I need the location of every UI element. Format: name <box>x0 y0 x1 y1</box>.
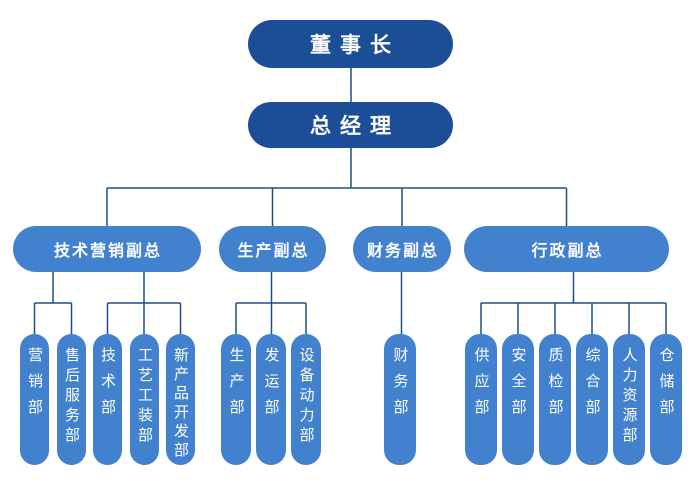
general-manager-node: 总经理 <box>248 102 453 148</box>
dept-label: 综合部 <box>583 347 601 425</box>
dept-pill-shipping: 发运部 <box>256 334 286 465</box>
dept-pill-technology: 技术部 <box>93 334 122 465</box>
dept-label: 供应部 <box>472 347 490 425</box>
dept-pill-new-product-dev: 新产品开发部 <box>166 334 195 465</box>
vp-node-admin: 行政副总 <box>464 226 669 272</box>
dept-label: 售后服务部 <box>63 347 80 447</box>
vp-label: 行政副总 <box>531 243 604 260</box>
dept-pill-supply: 供应部 <box>465 334 497 465</box>
connector-vp1-depts <box>33 272 182 334</box>
dept-pill-marketing: 营销部 <box>20 334 49 465</box>
vp-label: 财务副总 <box>366 243 439 260</box>
dept-label: 财务部 <box>391 347 409 425</box>
connector-vp4-depts <box>480 272 667 334</box>
dept-label: 质检部 <box>546 347 564 425</box>
dept-label: 营销部 <box>26 347 43 425</box>
dept-pill-production: 生产部 <box>221 334 251 465</box>
dept-label: 新产品开发部 <box>172 347 189 461</box>
dept-pill-human-resources: 人力资源部 <box>613 334 645 465</box>
dept-label: 生产部 <box>227 347 245 425</box>
connector-vp2-depts <box>235 272 307 334</box>
dept-pill-quality: 质检部 <box>539 334 571 465</box>
vp-node-production: 生产副总 <box>219 226 326 272</box>
dept-label: 仓储部 <box>657 347 675 425</box>
vp-node-tech-marketing: 技术营销副总 <box>13 226 201 272</box>
vp-node-finance: 财务副总 <box>353 226 451 272</box>
dept-pill-process-tooling: 工艺工装部 <box>130 334 159 465</box>
dept-label: 安全部 <box>509 347 527 425</box>
dept-pill-finance: 财务部 <box>384 334 416 465</box>
dept-label: 发运部 <box>262 347 280 425</box>
dept-label: 设备动力部 <box>297 347 315 447</box>
dept-pill-after-sales: 售后服务部 <box>57 334 86 465</box>
dept-label: 工艺工装部 <box>136 347 153 447</box>
dept-label: 人力资源部 <box>620 347 638 447</box>
chairman-label: 董事长 <box>310 34 400 57</box>
chairman-node: 董事长 <box>248 20 453 68</box>
dept-pill-general-affairs: 综合部 <box>576 334 608 465</box>
connector-gm-vps <box>106 148 568 226</box>
general-manager-label: 总经理 <box>310 115 400 138</box>
dept-pill-equipment-power: 设备动力部 <box>291 334 321 465</box>
vp-label: 生产副总 <box>237 243 310 260</box>
dept-label: 技术部 <box>99 347 116 425</box>
dept-pill-warehouse: 仓储部 <box>650 334 682 465</box>
dept-pill-safety: 安全部 <box>502 334 534 465</box>
vp-label: 技术营销副总 <box>53 243 162 260</box>
